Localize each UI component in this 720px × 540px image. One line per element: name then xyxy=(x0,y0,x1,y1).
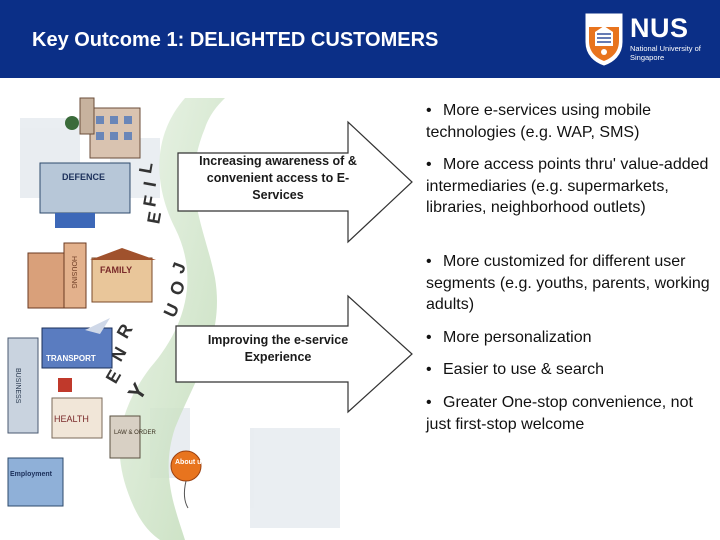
business-building: BUSINESS xyxy=(7,337,39,434)
employment-building: Employment xyxy=(7,457,64,507)
health-building: HEALTH xyxy=(51,378,103,439)
family-building: FAMILY xyxy=(90,248,156,303)
bullet-item: • More personalization xyxy=(426,327,716,349)
journey-path xyxy=(119,98,225,540)
bullet-marker: • xyxy=(426,156,432,173)
law-order-building: LAW & ORDER xyxy=(109,415,156,459)
transport-building: TRANSPORT xyxy=(41,318,113,369)
arrow-awareness xyxy=(177,120,413,244)
transport-label: TRANSPORT xyxy=(46,354,96,363)
nus-logo: NUS National University of Singapore xyxy=(583,12,715,68)
journey-letter: O xyxy=(166,278,190,298)
arrow-experience xyxy=(175,294,413,414)
law-order-label: LAW & ORDER xyxy=(114,430,156,436)
bullet-item: •More e-services using mobile technologi… xyxy=(426,100,716,143)
logo-subtitle: National University of Singapore xyxy=(630,44,701,62)
school-building xyxy=(79,97,141,159)
bullet-text: More e-services using mobile technologie… xyxy=(426,102,652,141)
header-bar: Key Outcome 1: DELIGHTED CUSTOMERS NUS N… xyxy=(0,0,720,78)
journey-letter: R xyxy=(113,320,137,341)
housing-label: HOUSING xyxy=(70,256,77,289)
bullet-item: •Greater One-stop convenience, not just … xyxy=(426,392,716,435)
journey-letter: U xyxy=(160,300,184,320)
family-label: FAMILY xyxy=(100,265,132,275)
business-label: BUSINESS xyxy=(14,368,21,404)
bullet-marker: • xyxy=(426,394,432,411)
bullet-marker: • xyxy=(426,361,432,378)
journey-letter: L xyxy=(135,161,157,175)
bullet-item: •More access points thru' value-added in… xyxy=(426,154,716,219)
bullet-item: •More customized for different user segm… xyxy=(426,251,716,316)
about-us-label: About us xyxy=(175,459,205,466)
bullet-item: • Easier to use & search xyxy=(426,359,716,381)
arrow-awareness-label: Increasing awareness of & convenient acc… xyxy=(199,154,357,202)
bullet-text: More customized for different user segme… xyxy=(426,253,710,313)
journey-letter: E xyxy=(143,210,165,225)
page-title: Key Outcome 1: DELIGHTED CUSTOMERS xyxy=(32,29,439,51)
tree-icon xyxy=(65,116,79,130)
crest-icon xyxy=(585,13,623,66)
arrow-experience-label: Improving the e-service Experience xyxy=(207,333,349,364)
journey-letter: E xyxy=(102,366,125,386)
bullet-text: More personalization xyxy=(443,329,592,346)
gift-icon xyxy=(58,378,72,392)
about-us-balloon: About us xyxy=(170,450,205,509)
health-label: HEALTH xyxy=(54,414,89,424)
journey-letter: F xyxy=(139,194,161,208)
bullet-marker: • xyxy=(426,102,432,119)
airplane-icon xyxy=(85,318,110,334)
life-journey-illustration: L I F E J O U R N E Y DEFENCE HOUSING FA… xyxy=(7,97,413,540)
bullet-marker: • xyxy=(426,329,432,346)
journey-letter: I xyxy=(140,180,161,188)
defence-building: DEFENCE xyxy=(39,116,131,228)
background-buildings xyxy=(20,118,340,528)
bullet-text: More access points thru' value-added int… xyxy=(426,156,709,216)
defence-label: DEFENCE xyxy=(62,172,105,182)
bullet-text: Easier to use & search xyxy=(443,361,604,378)
employment-label: Employment xyxy=(10,471,53,478)
bullet-marker: • xyxy=(426,253,432,270)
logo-text: NUS xyxy=(630,13,689,43)
bullet-text: Greater One-stop convenience, not just f… xyxy=(426,394,693,433)
housing-building: HOUSING xyxy=(27,242,87,309)
